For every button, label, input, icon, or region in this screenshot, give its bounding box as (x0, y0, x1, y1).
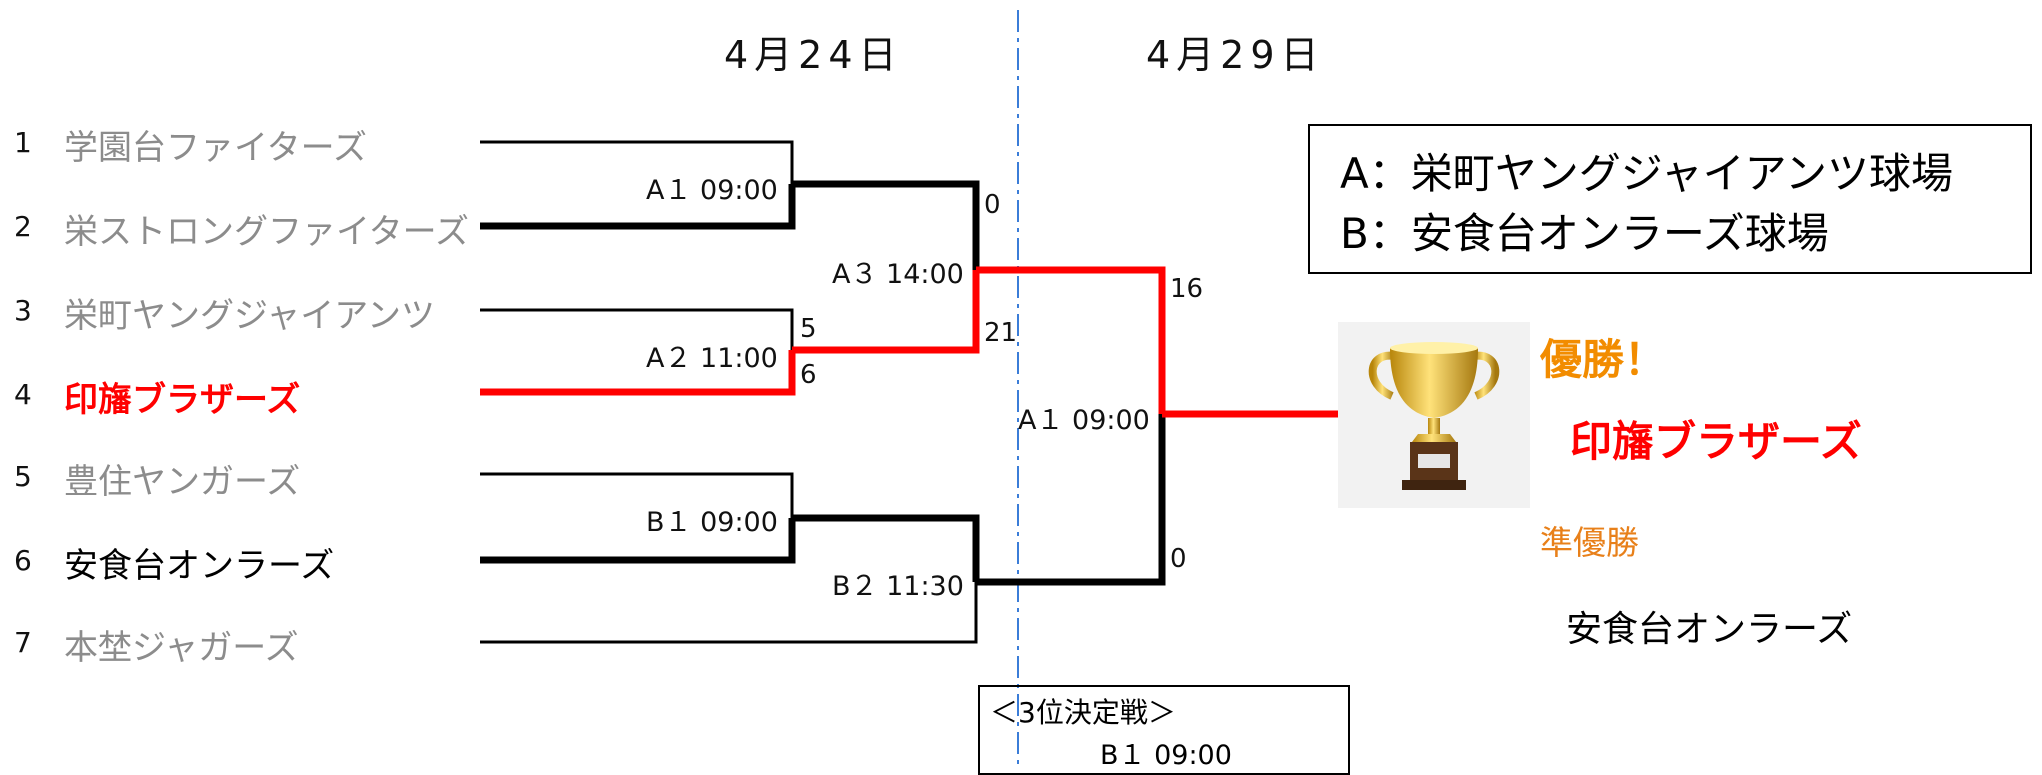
runner-up-label: 準優勝 (1540, 523, 1639, 562)
team-name: 本埜ジャガーズ (64, 628, 299, 668)
score-final-bottom: 0 (1170, 544, 1187, 574)
match-label-b2: B２ 11:30 (832, 571, 964, 602)
runner-up-name: 安食台オンラーズ (1566, 609, 1853, 650)
match-label-a2: A２ 11:00 (646, 343, 778, 374)
bracket-a1-bottom (480, 184, 796, 230)
team-number: 1 (14, 126, 32, 159)
bracket-final-top (976, 266, 1166, 414)
score-final-top: 16 (1170, 274, 1204, 304)
bracket-a3-top (792, 180, 980, 270)
bracket-a1-top (480, 140, 794, 184)
bracket-b1-top (480, 472, 794, 518)
team-number: 7 (14, 626, 32, 659)
team-name: 豊住ヤンガーズ (64, 462, 301, 502)
match-label-a1: A１ 09:00 (646, 175, 778, 206)
bracket-b2-bottom (480, 582, 978, 644)
team-number: 4 (14, 378, 32, 411)
score-a2-bottom: 6 (800, 360, 817, 390)
trophy-image (1338, 322, 1530, 508)
match-label-a3: A３ 14:00 (832, 259, 964, 290)
match-label-final: A１ 09:00 (1018, 405, 1150, 436)
team-name: 栄町ヤングジャイアンツ (64, 296, 435, 336)
bracket-a2-bottom (480, 350, 796, 396)
date-round1: 4月24日 (724, 33, 903, 77)
third-place-box: ＜3位決定戦＞ B１ 09:00 (978, 685, 1350, 775)
trophy-icon (1368, 342, 1500, 490)
team-number: 5 (14, 460, 32, 493)
third-place-match: B１ 09:00 (1100, 740, 1232, 771)
venue-legend: A：栄町ヤングジャイアンツ球場 B：安食台オンラーズ球場 (1308, 124, 2032, 274)
champion-name: 印旛ブラザーズ (1570, 417, 1862, 466)
score-a2-top: 5 (800, 314, 817, 344)
third-place-title: ＜3位決定戦＞ (990, 696, 1176, 729)
score-a3-top: 0 (984, 190, 1001, 220)
team-name: 安食台オンラーズ (64, 546, 335, 586)
venue-legend-a: A：栄町ヤングジャイアンツ球場 (1340, 149, 1953, 198)
team-name: 学園台ファイターズ (64, 128, 367, 168)
team-name: 栄ストロングファイターズ (64, 212, 469, 252)
bracket-b1-bottom (480, 518, 796, 564)
team-name: 印旛ブラザーズ (64, 380, 301, 420)
team-number: 3 (14, 294, 32, 327)
match-label-b1: B１ 09:00 (646, 507, 778, 538)
bracket-b2-top (792, 514, 980, 582)
venue-legend-b: B：安食台オンラーズ球場 (1340, 209, 1829, 258)
score-a3-bottom: 21 (984, 318, 1018, 348)
date-round2: 4月29日 (1146, 33, 1325, 77)
bracket-a3-bottom (792, 270, 980, 354)
team-number: 2 (14, 210, 32, 243)
champion-label: 優勝！ (1540, 335, 1667, 384)
bracket-a2-top (480, 308, 794, 350)
bracket-final-bottom (976, 414, 1166, 586)
team-number: 6 (14, 544, 32, 577)
